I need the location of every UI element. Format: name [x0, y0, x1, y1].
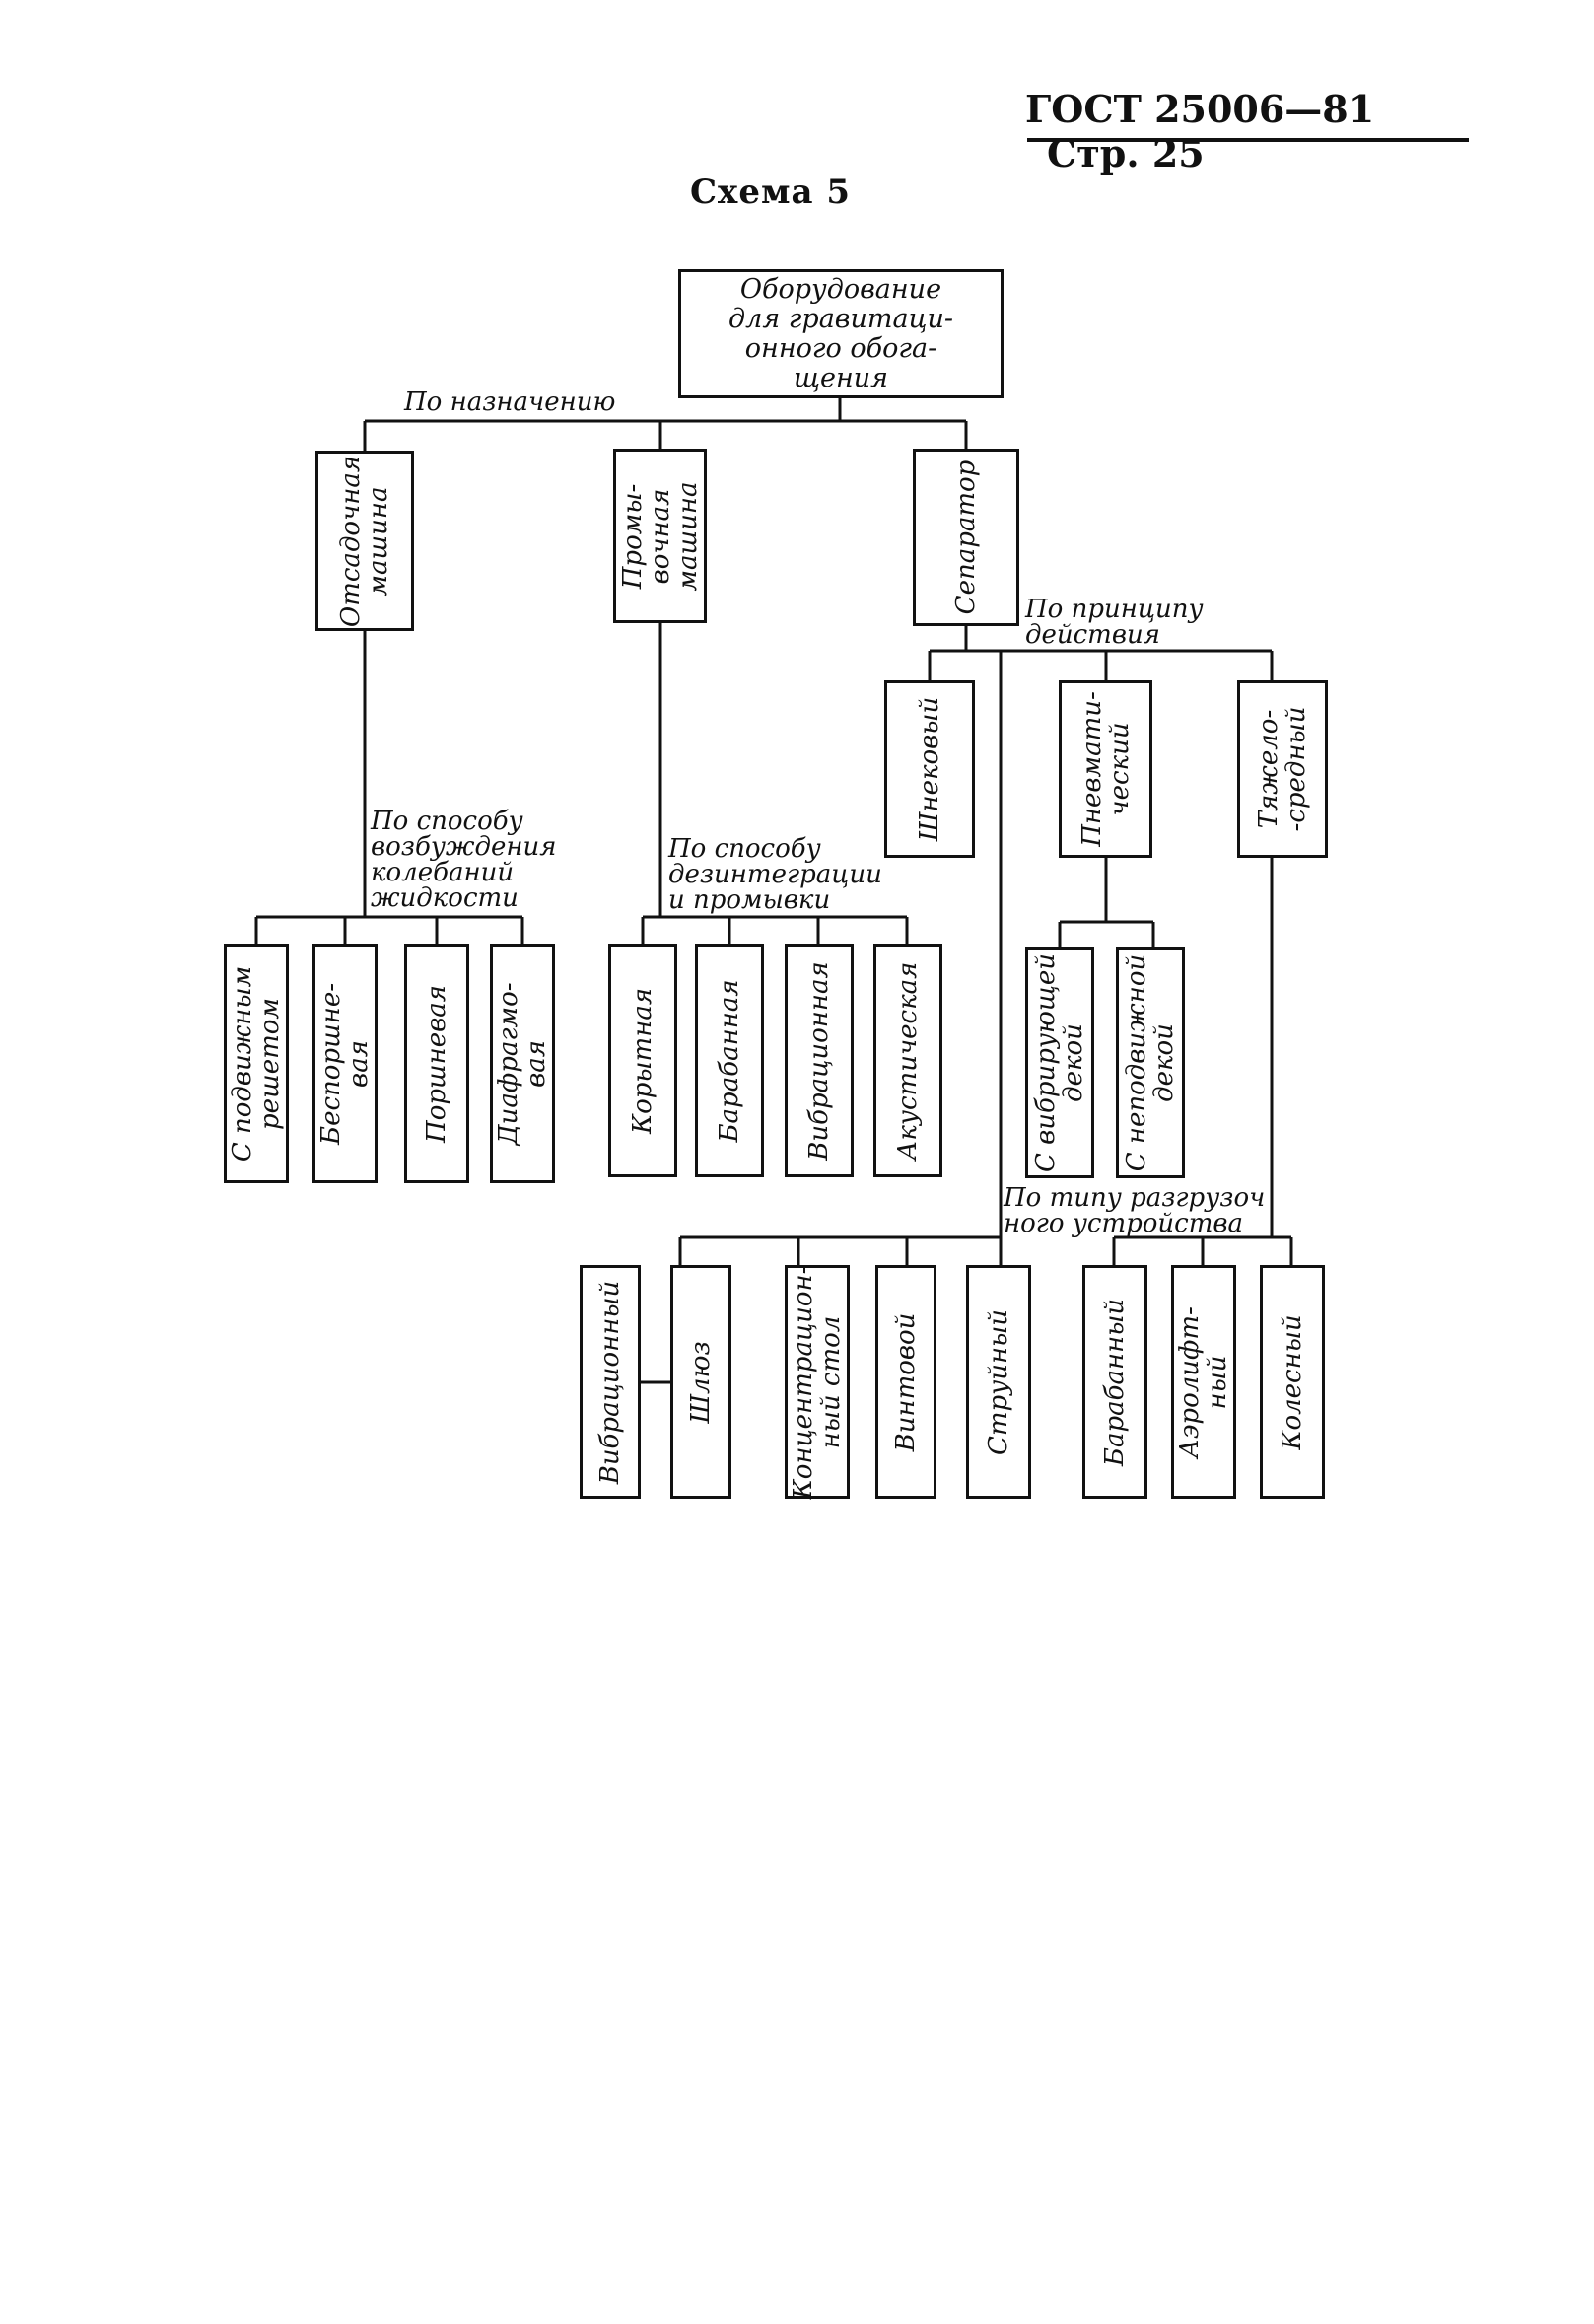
jig-machine-box: Отсадочная машина [315, 451, 414, 631]
bottom-type-box: Струйный [966, 1265, 1031, 1499]
separator-label: Сепаратор [951, 459, 981, 615]
jig-type-label: С подвижным решетом [228, 965, 285, 1162]
bottom-type-label: Струйный [984, 1308, 1013, 1455]
washer-type-label: Акустическая [893, 961, 923, 1160]
unloading-type-box: Колесный [1260, 1265, 1325, 1499]
criterion-by-unloading: По типу разгрузоч ного устройства [1004, 1183, 1266, 1238]
jig-type-box: Поршневая [404, 944, 469, 1183]
jig-type-label: Диафрагмо- вая [494, 981, 551, 1146]
bottom-type-label: Винтовой [891, 1312, 921, 1451]
washer-type-box: Корытная [608, 944, 677, 1177]
washer-type-box: Барабанная [695, 944, 764, 1177]
standard-number: ГОСТ 25006—81 [1025, 87, 1375, 131]
unloading-type-label: Аэролифт- ный [1175, 1305, 1232, 1458]
pneumatic-type-label: С неподвижной декой [1122, 953, 1179, 1171]
pneumatic-separator-box: Пневмати- ческий [1059, 680, 1152, 858]
unloading-type-box: Аэролифт- ный [1171, 1265, 1236, 1499]
washing-machine-box: Промы- вочная машина [613, 449, 707, 623]
pneumatic-separator-label: Пневмати- ческий [1076, 691, 1135, 847]
root-label: Оборудование для гравитаци- онного обога… [728, 273, 953, 393]
bottom-type-label: Шлюз [686, 1340, 716, 1424]
jig-type-label: Беспоршне- вая [316, 982, 374, 1145]
washer-type-box: Вибрационная [785, 944, 854, 1177]
bottom-type-box: Винтовой [875, 1265, 936, 1499]
root-box: Оборудование для гравитаци- онного обога… [678, 269, 1004, 398]
pneumatic-type-label: С вибрирующей декой [1031, 952, 1088, 1172]
washer-type-label: Барабанная [715, 978, 744, 1143]
criterion-by-excitation: По способу возбуждения колебаний жидкост… [371, 807, 557, 913]
criterion-by-action: По принципу действия [1025, 595, 1204, 650]
screw-separator-label: Шнековый [915, 696, 944, 842]
bottom-type-label: Концентрацион- ный стол [789, 1265, 846, 1499]
unloading-type-label: Барабанный [1100, 1298, 1130, 1466]
separator-box: Сепаратор [913, 449, 1019, 626]
washing-machine-label: Промы- вочная машина [617, 480, 703, 592]
jig-machine-label: Отсадочная машина [336, 455, 393, 627]
washer-type-box: Акустическая [873, 944, 942, 1177]
heavy-media-separator-label: Тяжело- -средный [1254, 706, 1311, 832]
washer-type-label: Корытная [628, 987, 658, 1134]
screw-separator-box: Шнековый [884, 680, 975, 858]
pneumatic-type-box: С неподвижной декой [1116, 947, 1185, 1178]
unloading-type-box: Барабанный [1082, 1265, 1147, 1499]
scheme-title: Схема 5 [690, 173, 852, 212]
criterion-by-disintegration: По способу дезинтеграции и промывки [668, 834, 882, 915]
pneumatic-type-box: С вибрирующей декой [1025, 947, 1094, 1178]
jig-type-box: С подвижным решетом [224, 944, 289, 1183]
criterion-by-purpose: По назначению [404, 387, 616, 417]
jig-type-box: Беспоршне- вая [312, 944, 378, 1183]
washer-type-label: Вибрационная [804, 960, 834, 1161]
bottom-type-box: Шлюз [670, 1265, 731, 1499]
bottom-type-label: Вибрационный [595, 1280, 625, 1484]
unloading-type-label: Колесный [1278, 1313, 1307, 1450]
bottom-type-box: Концентрацион- ный стол [785, 1265, 850, 1499]
jig-type-box: Диафрагмо- вая [490, 944, 555, 1183]
jig-type-label: Поршневая [422, 984, 451, 1143]
header-rule [1027, 138, 1469, 142]
heavy-media-separator-box: Тяжело- -средный [1237, 680, 1328, 858]
bottom-type-box: Вибрационный [580, 1265, 641, 1499]
page-header: ГОСТ 25006—81 Стр. 25 [1025, 87, 1479, 176]
